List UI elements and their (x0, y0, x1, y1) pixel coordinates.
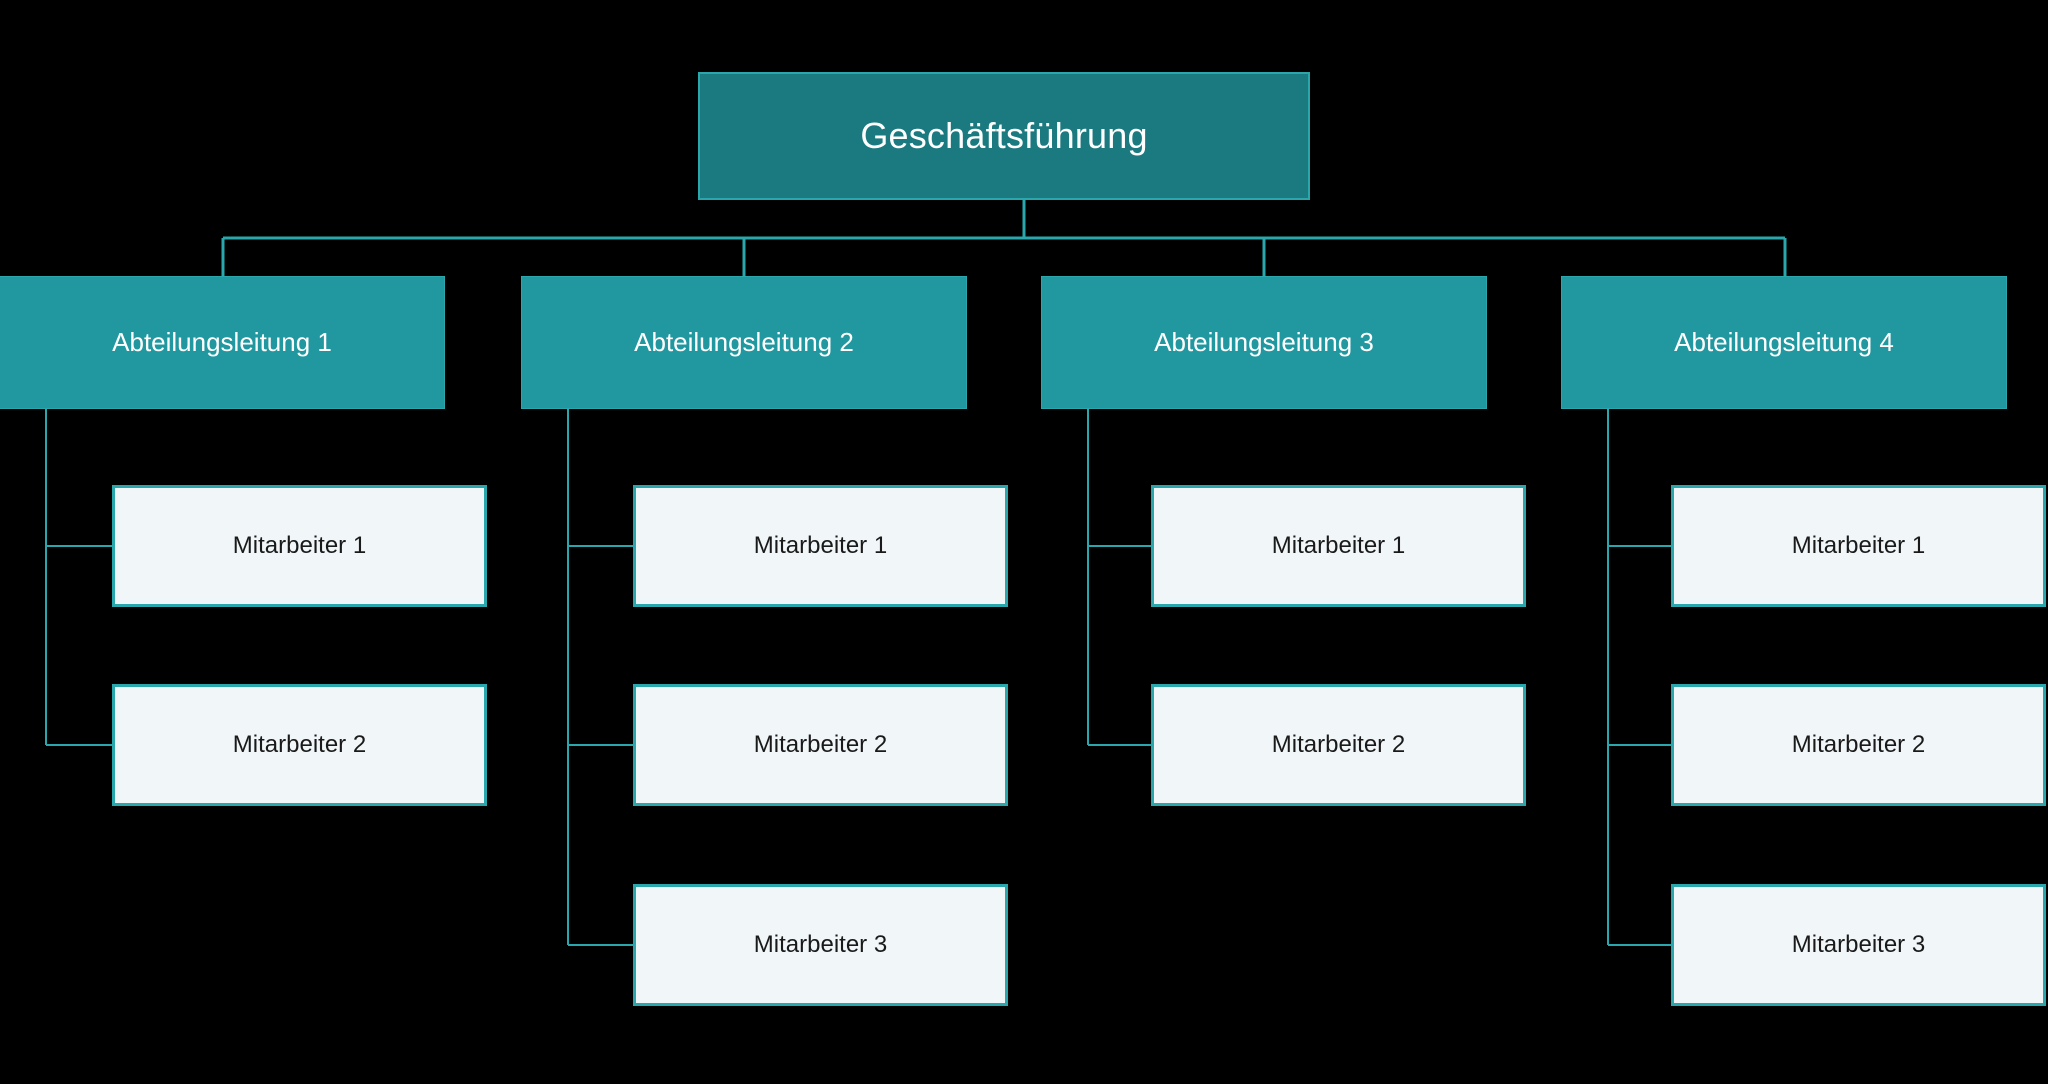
node-employee-d4-3-label: Mitarbeiter 3 (1791, 931, 1926, 959)
node-employee-d4-3[interactable]: Mitarbeiter 3 (1671, 884, 2046, 1006)
node-employee-d3-2-label: Mitarbeiter 2 (1271, 731, 1406, 759)
node-employee-d4-2-label: Mitarbeiter 2 (1791, 731, 1926, 759)
node-employee-d2-2-label: Mitarbeiter 2 (753, 731, 888, 759)
node-ceo[interactable]: Geschäftsführung (698, 72, 1310, 200)
node-ceo-label: Geschäftsführung (860, 115, 1148, 157)
node-department-2-label: Abteilungsleitung 2 (634, 326, 854, 357)
node-department-4-label: Abteilungsleitung 4 (1674, 326, 1894, 357)
node-employee-d4-1-label: Mitarbeiter 1 (1791, 532, 1926, 560)
node-department-3-label: Abteilungsleitung 3 (1154, 326, 1374, 357)
node-employee-d3-1-label: Mitarbeiter 1 (1271, 532, 1406, 560)
node-department-1[interactable]: Abteilungsleitung 1 (0, 276, 445, 409)
node-department-1-label: Abteilungsleitung 1 (112, 326, 332, 357)
node-employee-d2-2[interactable]: Mitarbeiter 2 (633, 684, 1008, 806)
node-employee-d3-1[interactable]: Mitarbeiter 1 (1151, 485, 1526, 607)
node-employee-d4-1[interactable]: Mitarbeiter 1 (1671, 485, 2046, 607)
node-department-3[interactable]: Abteilungsleitung 3 (1041, 276, 1487, 409)
node-employee-d1-1[interactable]: Mitarbeiter 1 (112, 485, 487, 607)
node-employee-d3-2[interactable]: Mitarbeiter 2 (1151, 684, 1526, 806)
node-employee-d2-3[interactable]: Mitarbeiter 3 (633, 884, 1008, 1006)
node-employee-d2-3-label: Mitarbeiter 3 (753, 931, 888, 959)
node-employee-d1-2[interactable]: Mitarbeiter 2 (112, 684, 487, 806)
node-employee-d4-2[interactable]: Mitarbeiter 2 (1671, 684, 2046, 806)
node-department-2[interactable]: Abteilungsleitung 2 (521, 276, 967, 409)
node-employee-d1-2-label: Mitarbeiter 2 (232, 731, 367, 759)
node-employee-d1-1-label: Mitarbeiter 1 (232, 532, 367, 560)
node-employee-d2-1[interactable]: Mitarbeiter 1 (633, 485, 1008, 607)
node-department-4[interactable]: Abteilungsleitung 4 (1561, 276, 2007, 409)
node-employee-d2-1-label: Mitarbeiter 1 (753, 532, 888, 560)
